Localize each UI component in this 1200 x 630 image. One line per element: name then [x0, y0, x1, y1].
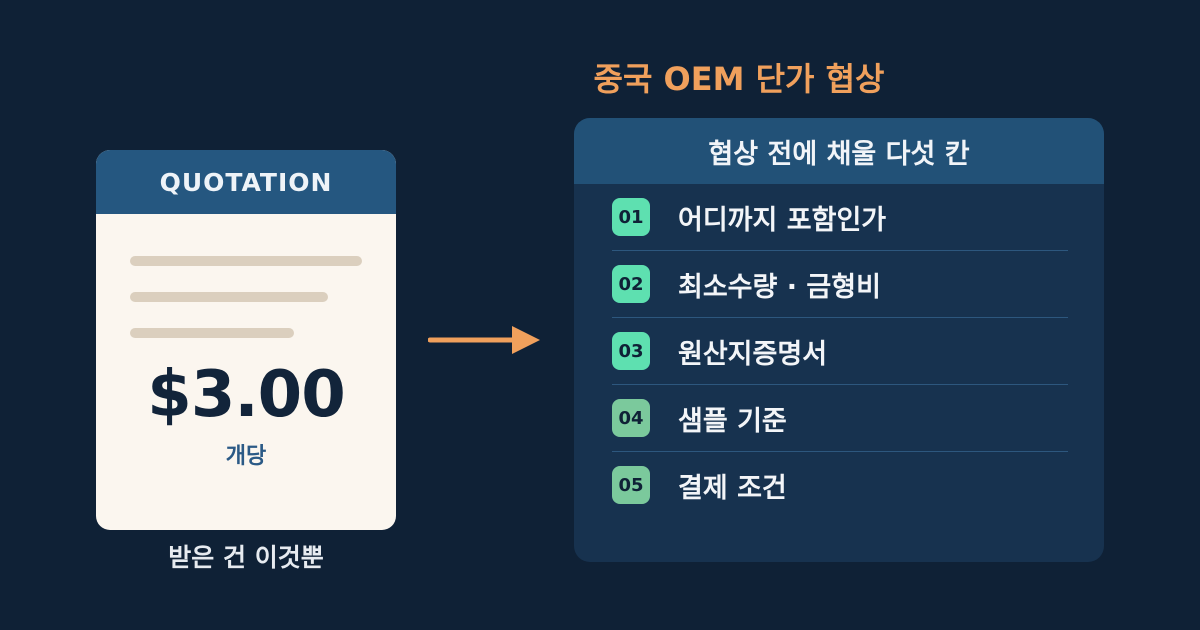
- item-number-badge: 02: [612, 265, 650, 303]
- checklist-item: 04 샘플 기준: [612, 384, 1068, 451]
- placeholder-line: [130, 292, 328, 302]
- item-label: 어디까지 포함인가: [678, 204, 887, 236]
- quotation-caption: 받은 건 이것뿐: [168, 543, 324, 572]
- item-label: 원산지증명서: [678, 338, 828, 370]
- item-number-badge: 01: [612, 198, 650, 236]
- checklist: 01 어디까지 포함인가 02 최소수량 · 금형비 03 원산지증명서 04 …: [612, 184, 1068, 518]
- price-unit: 개당: [225, 444, 267, 469]
- item-number-badge: 04: [612, 399, 650, 437]
- item-label: 결제 조건: [678, 472, 787, 504]
- checklist-item: 01 어디까지 포함인가: [612, 184, 1068, 250]
- placeholder-line: [130, 256, 362, 266]
- item-label: 최소수량 · 금형비: [678, 271, 881, 303]
- placeholder-line: [130, 328, 294, 338]
- quotation-header: QUOTATION: [96, 150, 396, 214]
- checklist-title: 협상 전에 채울 다섯 칸: [574, 118, 1104, 184]
- checklist-item: 05 결제 조건: [612, 451, 1068, 518]
- item-number-badge: 03: [612, 332, 650, 370]
- page-headline: 중국 OEM 단가 협상: [593, 60, 885, 98]
- item-label: 샘플 기준: [678, 405, 787, 437]
- checklist-panel: 협상 전에 채울 다섯 칸 01 어디까지 포함인가 02 최소수량 · 금형비…: [574, 118, 1104, 562]
- unit-price: $3.00: [147, 358, 345, 432]
- quotation-card: QUOTATION $3.00 개당: [96, 150, 396, 530]
- item-number-badge: 05: [612, 466, 650, 504]
- checklist-item: 03 원산지증명서: [612, 317, 1068, 384]
- checklist-item: 02 최소수량 · 금형비: [612, 250, 1068, 317]
- arrow-right-icon: [428, 326, 540, 354]
